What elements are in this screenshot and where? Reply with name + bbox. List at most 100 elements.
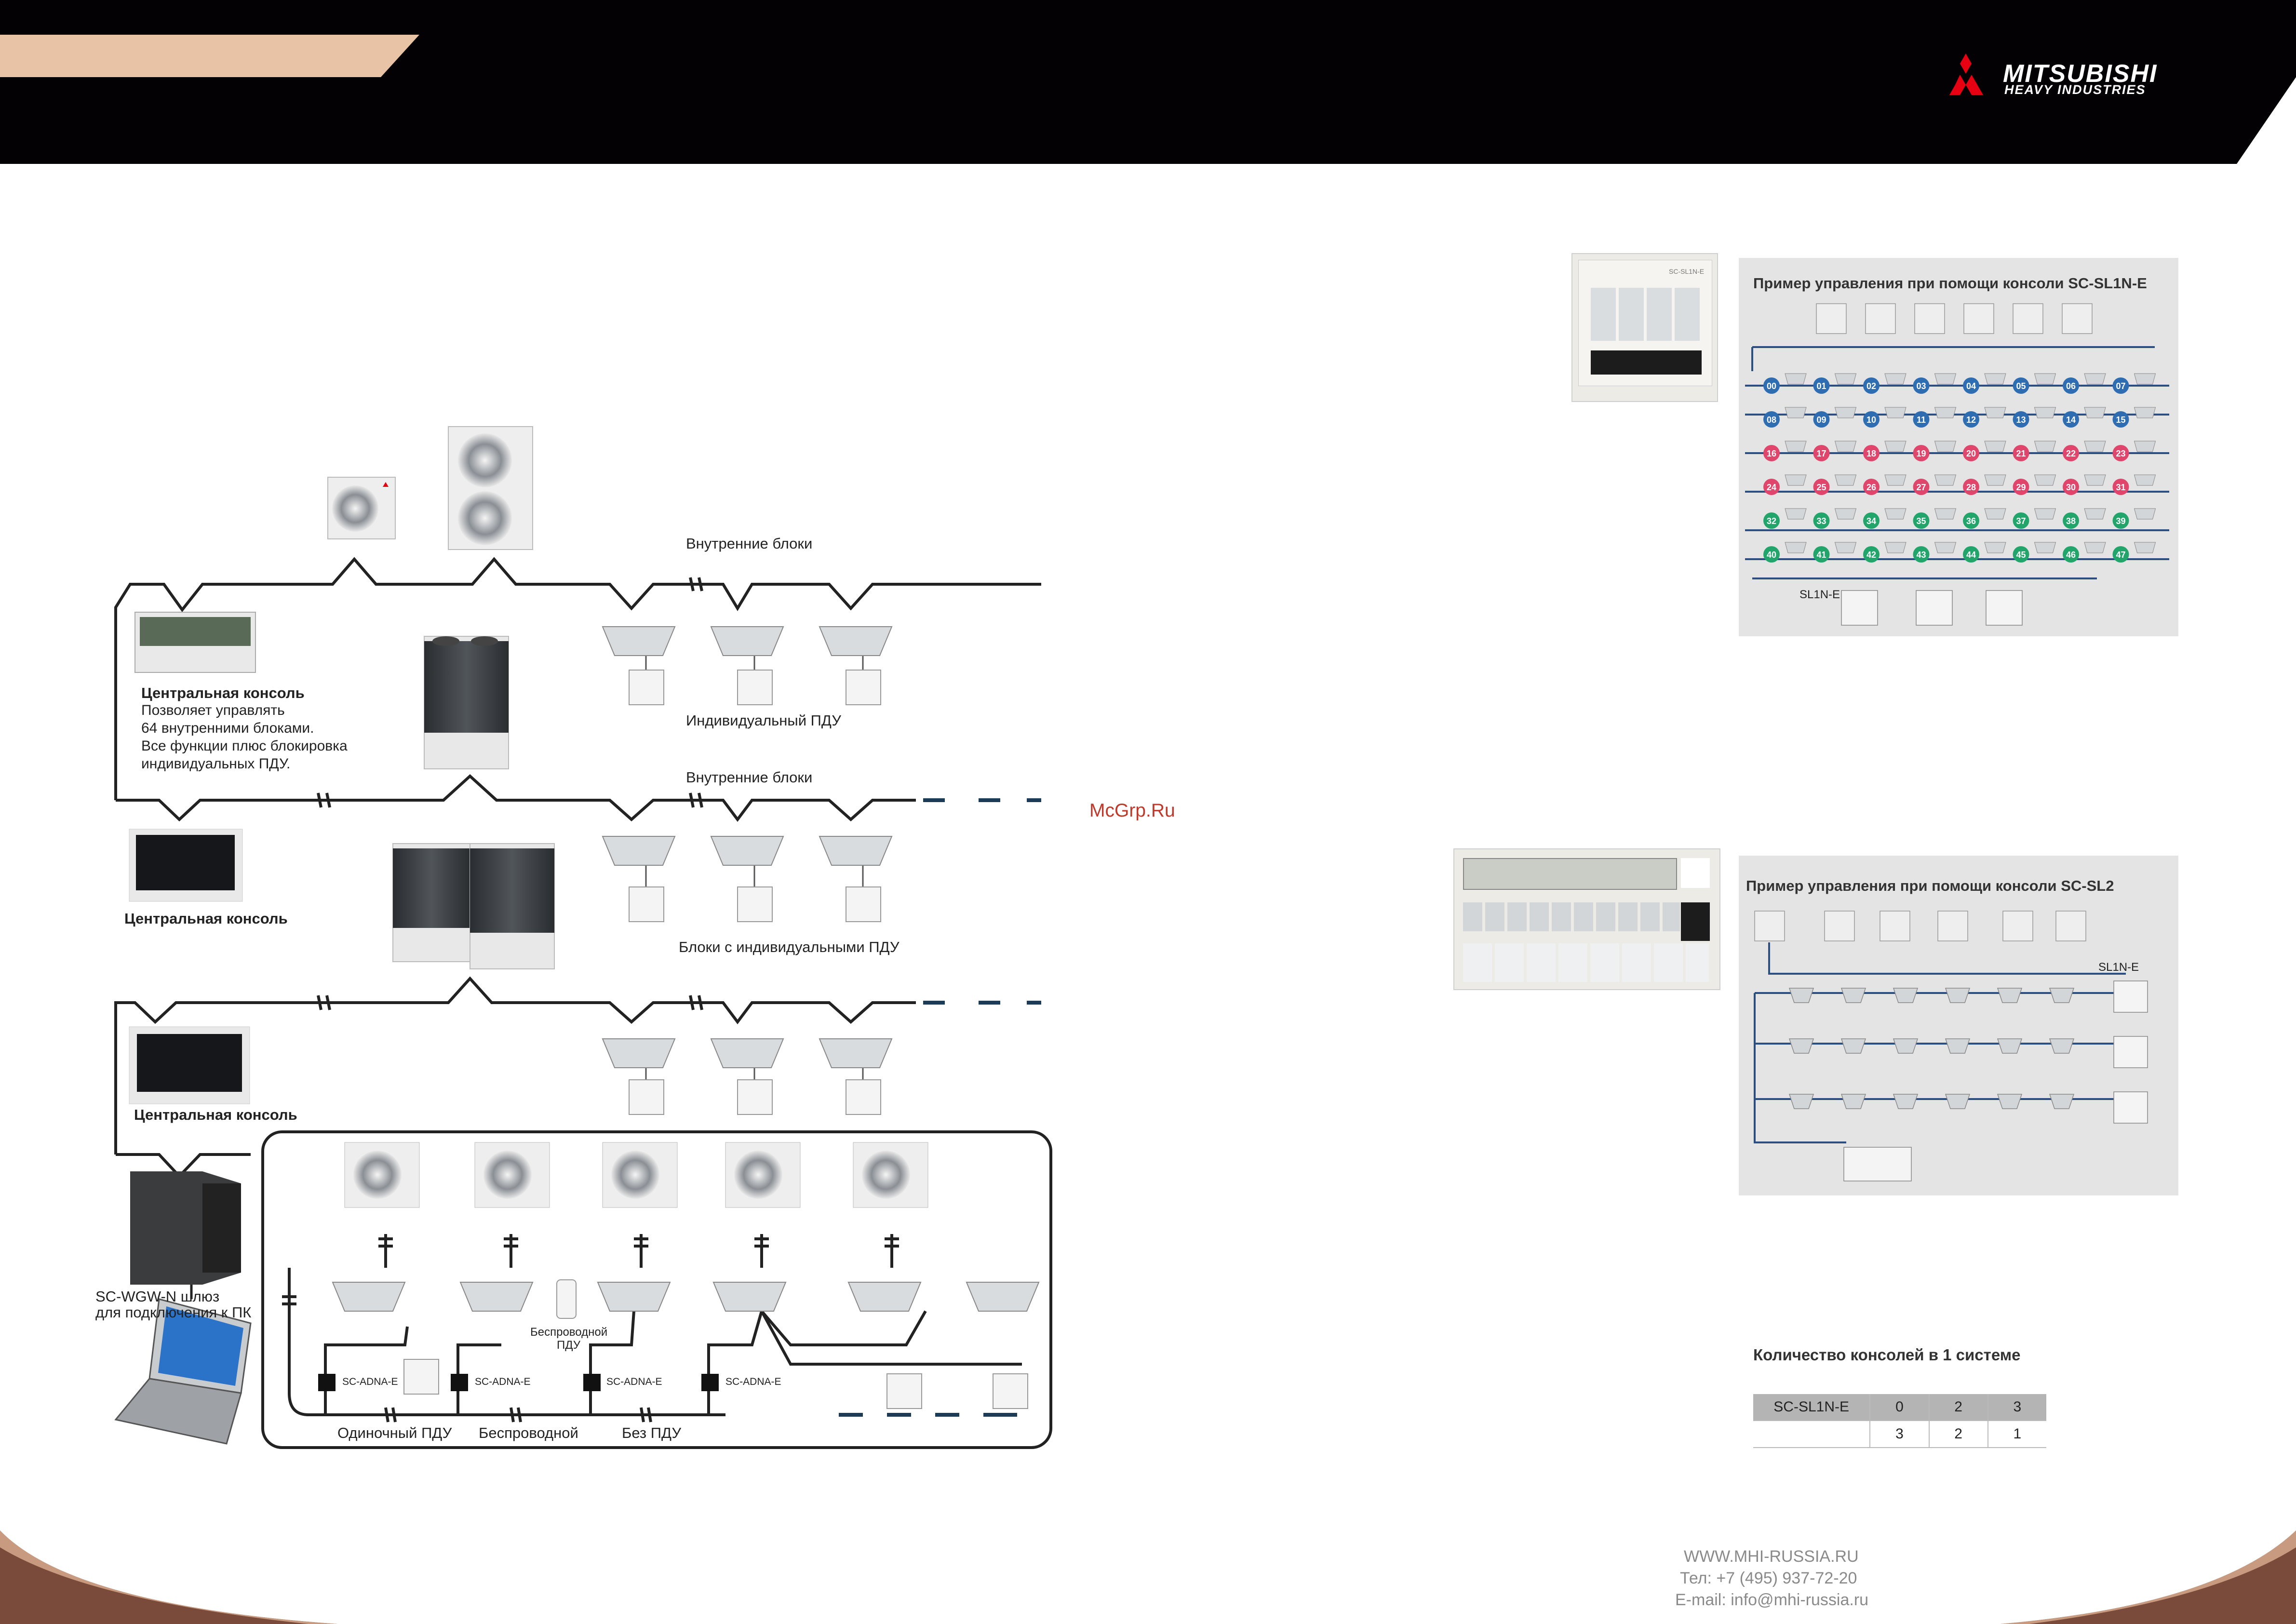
address-badge <box>1863 546 1880 563</box>
address-badge <box>1863 512 1880 529</box>
address-badge-label: 23 <box>2116 449 2125 458</box>
address-badge <box>2112 512 2129 529</box>
indoor-unit-mark <box>2034 508 2056 520</box>
address-badge <box>1913 445 1930 461</box>
address-badge-label: 21 <box>2016 449 2026 458</box>
address-badge-label: 35 <box>1916 516 1926 526</box>
address-badge <box>2063 512 2079 529</box>
central-console-devices <box>129 612 256 1104</box>
indoor-unit-mark <box>2034 407 2056 418</box>
bottom-label-no-remote: Без ПДУ <box>622 1424 682 1441</box>
sl2-device-photo <box>1453 848 1720 990</box>
table-cell: 0 <box>1870 1394 1930 1421</box>
bus-line-1 <box>114 557 1041 800</box>
indoor-unit-mark <box>2084 542 2106 553</box>
indoor-unit-mark <box>2084 441 2106 452</box>
table-cell <box>1753 1421 1871 1448</box>
bottom-label-wireless: Беспроводной <box>479 1424 578 1441</box>
contact-email[interactable]: E-mail: info@mhi-russia.ru <box>1675 1591 1869 1609</box>
bus-line-2 <box>116 774 916 822</box>
three-diamonds-icon <box>1949 54 1983 95</box>
address-badge-label: 28 <box>1966 483 1976 492</box>
contact-website[interactable]: WWW.MHI-RUSSIA.RU <box>1684 1547 1859 1566</box>
address-badge-label: 40 <box>1767 550 1776 560</box>
table-cell: 2 <box>1929 1394 1988 1421</box>
address-badge <box>2112 411 2129 428</box>
address-badge <box>1863 411 1880 428</box>
address-badge <box>1763 546 1780 563</box>
address-badge <box>1963 546 1979 563</box>
units-with-remotes-label: Блоки с индивидуальными ПДУ <box>679 939 900 955</box>
address-badge <box>2063 445 2079 461</box>
adapter-box <box>583 1374 601 1391</box>
address-badge <box>1763 411 1780 428</box>
header-shape <box>0 0 2296 164</box>
address-badge <box>1913 512 1930 529</box>
address-badge-label: 02 <box>1866 381 1876 391</box>
central-console-desc-line: Все функции плюс блокировка <box>141 738 348 754</box>
adapter-box <box>451 1374 468 1391</box>
address-badge-label: 42 <box>1866 550 1876 560</box>
address-badge-label: 22 <box>2066 449 2076 458</box>
adapter-box <box>701 1374 719 1391</box>
vrf-outdoor-unit <box>392 843 555 969</box>
bus-line-3 <box>114 976 916 1154</box>
indoor-unit-mark <box>2134 373 2156 385</box>
consoles-count-title: Количество консолей в 1 системе <box>1753 1346 2021 1364</box>
central-console-desc-line: Позволяет управлять <box>141 702 285 718</box>
address-badge-label: 05 <box>2016 381 2026 391</box>
address-badge-label: 33 <box>1816 516 1826 526</box>
address-badge <box>1963 479 1979 495</box>
indoor-unit-mark <box>2134 508 2156 520</box>
indoor-unit-mark <box>1984 508 2006 520</box>
address-badge-label: 19 <box>1916 449 1926 458</box>
outdoor-unit <box>327 477 396 539</box>
address-badge-label: 30 <box>2066 483 2076 492</box>
address-badge-label: 25 <box>1816 483 1826 492</box>
outdoor-unit <box>448 426 533 550</box>
table-cell: SC-SL1N-E <box>1753 1394 1871 1421</box>
gateway-label-line: для подключения к ПК <box>95 1304 252 1321</box>
cassette-units <box>332 626 1040 1312</box>
indoor-unit-mark <box>1834 441 1857 452</box>
address-badge <box>1813 512 1830 529</box>
indoor-units-label-1: Внутренние блоки <box>686 535 813 552</box>
indoor-unit-mark <box>2084 474 2106 486</box>
remote-controllers <box>403 670 1028 1409</box>
laptop-icon <box>114 1298 252 1445</box>
address-badge <box>1963 411 1979 428</box>
table-row: 3 2 1 <box>1753 1421 2046 1448</box>
address-badge-label: 34 <box>1866 516 1876 526</box>
adapter-box <box>318 1374 336 1391</box>
indoor-unit-mark <box>1934 441 1957 452</box>
adapter-label: SC-ADNA-E <box>606 1376 662 1387</box>
address-badge <box>1963 377 1979 394</box>
indoor-unit-mark <box>1984 441 2006 452</box>
brand-subtitle: HEAVY INDUSTRIES <box>2004 82 2146 97</box>
indoor-unit-mark <box>1785 474 1807 486</box>
address-badge <box>1913 479 1930 495</box>
table-cell: 3 <box>1987 1394 2046 1421</box>
address-badge <box>2112 445 2129 461</box>
indoor-unit-mark <box>1934 508 1957 520</box>
indoor-unit-mark <box>1984 542 2006 553</box>
indoor-unit-mark <box>2134 542 2156 553</box>
address-badge-label: 36 <box>1966 516 1976 526</box>
address-badge-label: 44 <box>1966 550 1976 560</box>
address-badge <box>2013 411 2029 428</box>
indoor-unit-mark <box>1785 441 1807 452</box>
indoor-unit-mark <box>2084 407 2106 418</box>
watermark: McGrp.Ru <box>1089 800 1175 821</box>
indoor-unit-mark <box>1834 508 1857 520</box>
consoles-count-table: SC-SL1N-E 0 2 3 3 2 1 <box>1753 1394 2046 1448</box>
address-badge-label: 24 <box>1767 483 1776 492</box>
sub-system-box <box>261 1130 1052 1449</box>
indoor-unit-mark <box>1984 373 2006 385</box>
address-badge <box>1913 377 1930 394</box>
address-badge <box>1813 445 1830 461</box>
indoor-unit-mark <box>1934 407 1957 418</box>
